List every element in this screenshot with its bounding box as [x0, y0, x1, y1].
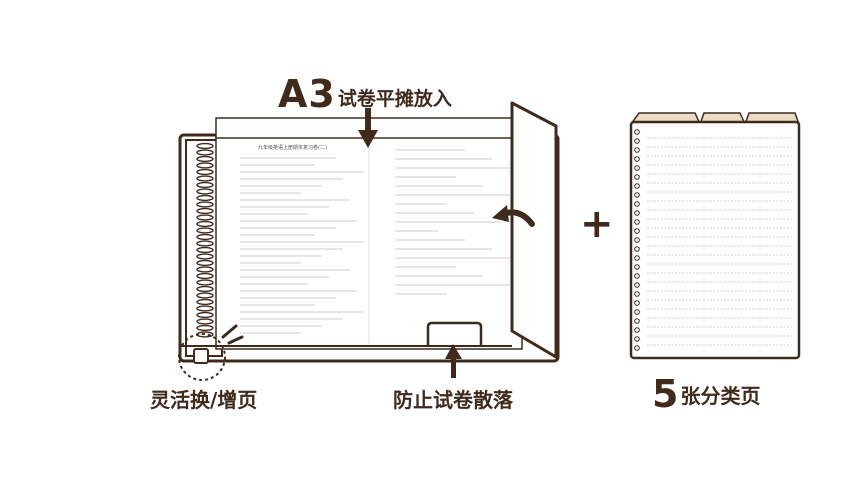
binder-ring	[196, 246, 214, 254]
divider-page	[629, 112, 801, 360]
binder-ring	[196, 272, 214, 280]
binder-ring	[196, 194, 214, 202]
binder-ring	[196, 240, 214, 247]
binder-ring	[196, 298, 214, 306]
ring-highlight-circle	[178, 333, 226, 381]
a3-caption-text: 试卷平摊放入	[337, 88, 452, 110]
binder-ring	[196, 162, 214, 169]
binder-rings	[196, 142, 214, 338]
binder-ring	[196, 233, 214, 241]
binder-ring	[196, 207, 214, 215]
binder-ring	[196, 142, 214, 150]
binder-ring	[196, 149, 214, 156]
binder-ring	[196, 285, 214, 293]
binder-ring	[196, 201, 214, 208]
binder-ring	[196, 220, 214, 228]
binder-ring	[196, 214, 214, 221]
bottom-pocket-tab	[426, 321, 483, 346]
arrow-down-icon	[358, 108, 378, 148]
exam-paper: 九年级英语上册期末复习卷(二)	[215, 117, 523, 350]
paper-title: 九年级英语上册期末复习卷(二)	[258, 144, 327, 151]
arrow-up-icon	[445, 344, 462, 378]
binder-ring	[196, 259, 214, 267]
binder-ring	[196, 318, 214, 325]
divider-caption-text: 张分类页	[680, 384, 761, 408]
binder-ring	[196, 266, 214, 273]
binder-ring	[196, 155, 214, 163]
flex-caption: 灵活换/增页	[150, 388, 258, 412]
curved-arrow-icon	[492, 205, 535, 227]
binder-ring	[196, 311, 214, 319]
binder-ring	[196, 181, 214, 189]
binder-front-flap	[510, 101, 558, 359]
binder-ring	[196, 227, 214, 234]
binder-ring	[196, 324, 214, 332]
prevent-caption: 防止试卷散落	[393, 388, 513, 412]
binder-ring	[196, 305, 214, 312]
plus-sign: +	[580, 201, 614, 247]
binder-ring	[196, 253, 214, 260]
binder-ring	[196, 279, 214, 286]
ring-accent-strokes	[221, 324, 244, 345]
a3-caption-size: A3	[278, 72, 336, 116]
divider-count: 5	[652, 372, 679, 416]
binder-ring	[196, 292, 214, 299]
binder-ring-icon	[193, 348, 209, 364]
binder-ring	[196, 188, 214, 195]
binder-ring	[196, 168, 214, 176]
binder-ring	[196, 175, 214, 182]
